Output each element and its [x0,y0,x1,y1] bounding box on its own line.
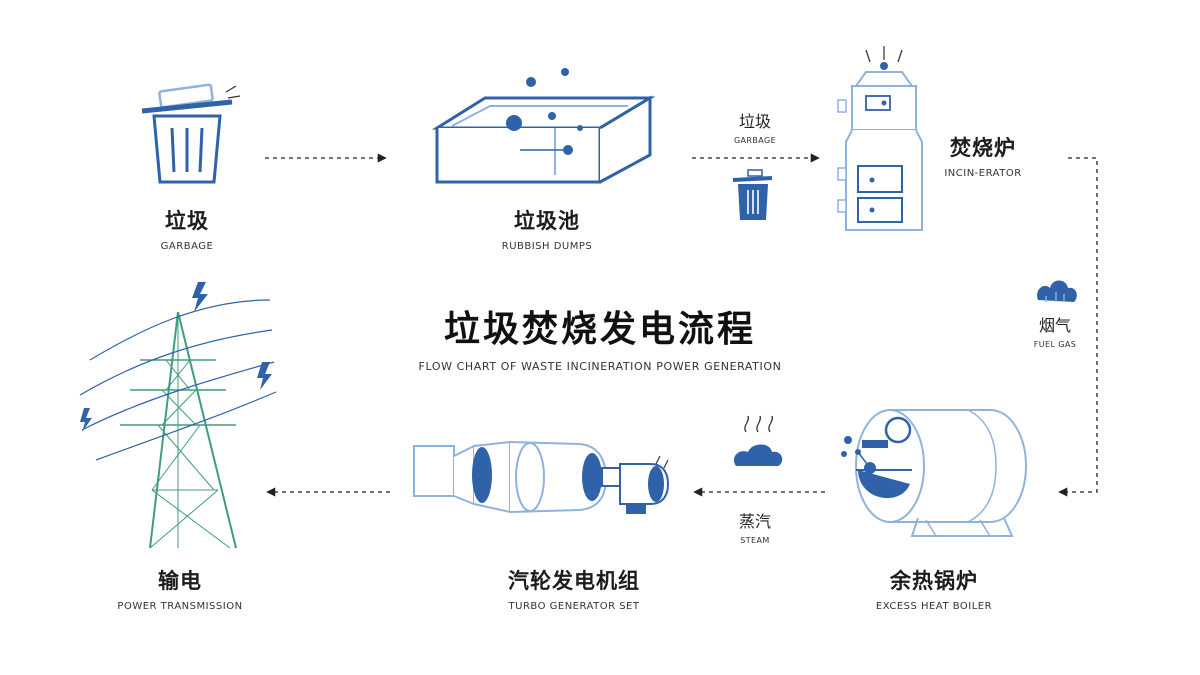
turbine-icon [413,440,670,514]
edge-fuelgas-zh: 烟气 [1038,316,1071,335]
node-garbage-label: 垃圾 GARBAGE [161,205,214,252]
edge-garbage-label: 垃圾 GARBAGE [734,108,776,145]
node-dump-label: 垃圾池 RUBBISH DUMPS [502,205,593,252]
edge-fuelgas-label: 烟气 FUEL GAS [1034,312,1076,349]
trash-can-small-icon [732,169,773,220]
node-dump-zh: 垃圾池 [513,209,580,233]
node-boiler-zh: 余热锅炉 [890,569,978,593]
edge-steam-zh: 蒸汽 [738,512,772,531]
arrow-incinerator-to-boiler [1058,157,1098,497]
title-en: FLOW CHART OF WASTE INCINERATION POWER G… [418,360,782,373]
node-turbine-zh: 汽轮发电机组 [508,569,640,593]
boiler-icon [841,409,1028,537]
title-zh: 垃圾焚烧发电流程 [443,309,757,350]
incinerator-icon [837,46,923,231]
rubbish-pit-icon [431,68,656,184]
node-boiler-label: 余热锅炉 EXCESS HEAT BOILER [876,565,992,612]
node-garbage-en: GARBAGE [160,241,214,252]
edge-garbage-zh: 垃圾 [738,112,772,131]
node-transmission-label: 输电 POWER TRANSMISSION [117,565,242,612]
node-garbage-zh: 垃圾 [164,209,209,233]
lightning-icon [80,282,272,432]
steam-cloud-icon [733,415,783,466]
smoke-cloud-icon [1037,280,1077,302]
node-boiler-en: EXCESS HEAT BOILER [875,601,993,612]
edge-fuelgas-en: FUEL GAS [1033,340,1077,349]
trash-can-icon [141,83,241,184]
node-turbine-label: 汽轮发电机组 TURBO GENERATOR SET [508,565,640,612]
edge-steam-en: STEAM [740,536,770,545]
node-transmission-zh: 输电 [157,569,202,593]
node-incinerator-label: 焚烧炉 INCIN-ERATOR [944,132,1021,179]
node-incinerator-zh: 焚烧炉 [950,136,1016,160]
edge-garbage-en: GARBAGE [733,136,777,145]
edge-steam-label: 蒸汽 STEAM [739,508,771,545]
node-dump-en: RUBBISH DUMPS [501,241,593,252]
transmission-tower-icon [79,299,277,549]
node-transmission-en: POWER TRANSMISSION [117,601,243,612]
node-turbine-en: TURBO GENERATOR SET [508,601,640,612]
node-incinerator-en: INCIN-ERATOR [944,168,1022,179]
page-title: 垃圾焚烧发电流程 FLOW CHART OF WASTE INCINERATIO… [419,300,782,373]
